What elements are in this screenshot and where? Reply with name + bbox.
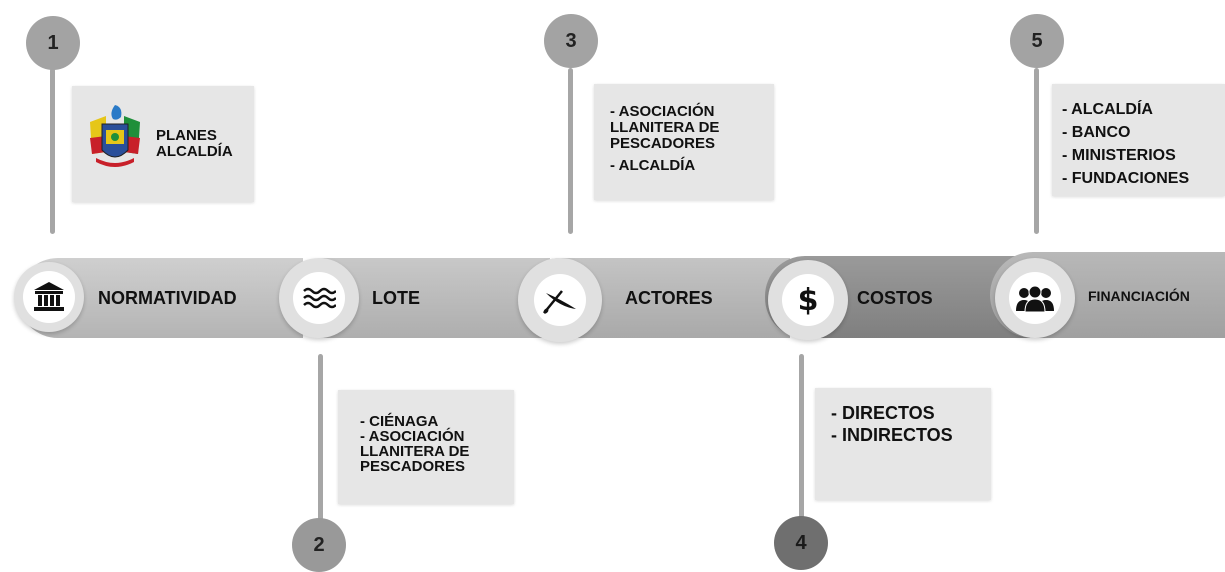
card-stage-4: - DIRECTOS - INDIRECTOS	[815, 388, 991, 500]
stem-3	[568, 68, 573, 234]
alcaldia-logo	[84, 102, 146, 174]
stage-number-3: 3	[544, 14, 598, 68]
card2-line-1: - CIÉNAGA	[360, 413, 439, 430]
stage-label-costos: COSTOS	[857, 288, 933, 308]
stem-2	[318, 354, 323, 530]
stage-number-1: 1	[26, 16, 80, 70]
card2-line-3: LLANITERA DE	[360, 443, 470, 460]
bank-icon	[23, 271, 75, 323]
card1-line-2: ALCALDÍA	[156, 143, 233, 160]
card1-line-1: PLANES	[156, 127, 217, 144]
card-stage-1: PLANES ALCALDÍA	[72, 86, 254, 202]
card5-line-1: - ALCALDÍA	[1062, 101, 1153, 118]
stem-4	[799, 354, 804, 530]
card5-line-3: - MINISTERIOS	[1062, 147, 1176, 164]
stage-number-2: 2	[292, 518, 346, 572]
card2-line-4: PESCADORES	[360, 458, 466, 475]
water-waves-icon	[293, 272, 345, 324]
stage-label-lote: LOTE	[372, 288, 420, 308]
card4-line-2: - INDIRECTOS	[831, 425, 953, 445]
canoe-icon	[534, 274, 586, 326]
card3-line-3: PESCADORES	[610, 135, 716, 152]
dollar-icon: $	[782, 274, 834, 326]
stage-label-financiacion: FINANCIACIÓN	[1088, 288, 1190, 304]
card3-line-1: - ASOCIACIÓN	[610, 103, 715, 120]
card3-line-2: LLANITERA DE	[610, 119, 720, 136]
card5-line-2: - BANCO	[1062, 124, 1131, 141]
card-stage-3: - ASOCIACIÓN LLANITERA DE PESCADORES - A…	[594, 84, 774, 200]
card2-line-2: - ASOCIACIÓN	[360, 428, 465, 445]
stem-5	[1034, 68, 1039, 234]
card5-line-4: - FUNDACIONES	[1062, 170, 1190, 187]
card-stage-5: - ALCALDÍA - BANCO - MINISTERIOS - FUNDA…	[1052, 84, 1225, 196]
card4-line-1: - DIRECTOS	[831, 403, 935, 423]
card3-line-4: - ALCALDÍA	[610, 157, 696, 174]
stage-number-4: 4	[774, 516, 828, 570]
stem-1	[50, 68, 55, 234]
stage-label-normatividad: NORMATIVIDAD	[98, 288, 237, 308]
stage-label-actores: ACTORES	[625, 288, 713, 308]
people-group-icon	[1009, 272, 1061, 324]
stage-number-5: 5	[1010, 14, 1064, 68]
card-stage-2: - CIÉNAGA - ASOCIACIÓN LLANITERA DE PESC…	[338, 390, 514, 504]
